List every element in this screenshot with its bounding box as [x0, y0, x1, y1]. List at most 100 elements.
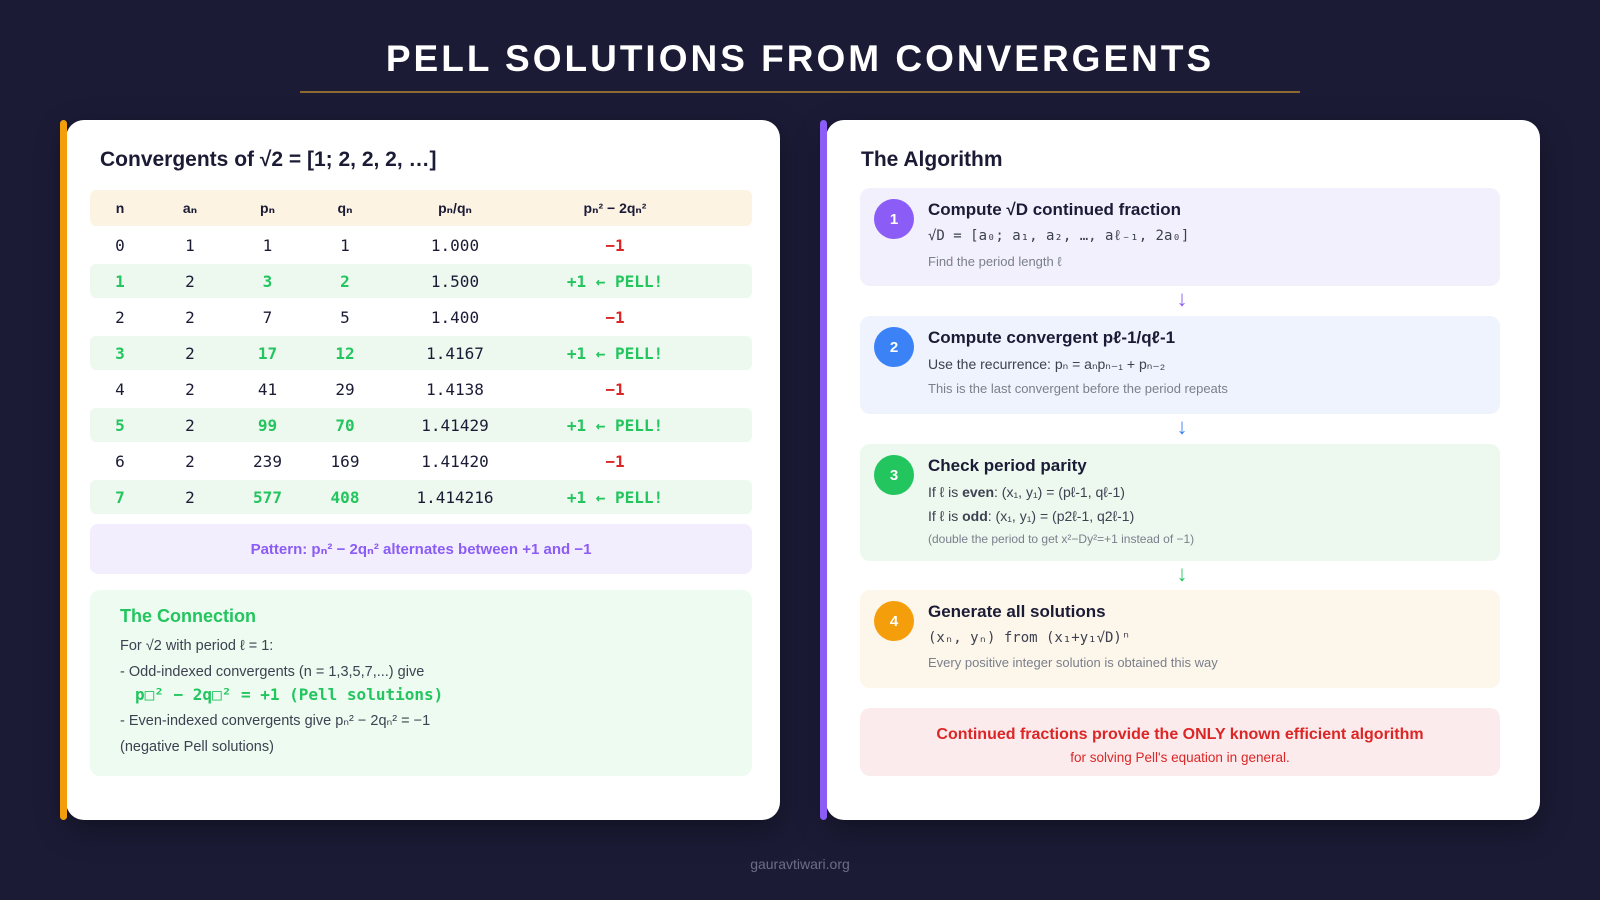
cell-ratio: 1.500 [430, 271, 480, 291]
cell-q: 70 [335, 415, 355, 435]
cell-ratio: 1.41420 [421, 451, 489, 471]
col-q: qₙ [337, 199, 353, 216]
page-title: PELL SOLUTIONS FROM CONVERGENTS [385, 38, 1215, 79]
pell-marker: +1 ← PELL! [566, 487, 664, 507]
cell-a: 2 [185, 451, 195, 471]
connection-line-4: (negative Pell solutions) [120, 739, 274, 755]
pattern-note: Pattern: pₙ² − 2qₙ² alternates between +… [90, 524, 752, 574]
pell-marker: +1 ← PELL! [566, 271, 664, 291]
step-note: This is the last convergent before the p… [928, 381, 1228, 396]
cell-q: 169 [330, 451, 360, 471]
cell-diff: −1 [525, 380, 705, 399]
step-number-badge: 4 [874, 601, 914, 641]
cell-diff: +1 ← PELL! [525, 488, 705, 507]
negative-marker: −1 [605, 235, 625, 255]
cell-q: 29 [335, 379, 355, 399]
cell-a: 2 [185, 487, 195, 507]
cell-q: 12 [335, 343, 355, 363]
cell-q: 408 [330, 487, 360, 507]
step-3: 3 Check period parity If ℓ is even: (x₁,… [860, 444, 1500, 561]
odd-word: odd [962, 508, 988, 524]
cell-a: 2 [185, 343, 195, 363]
step-2: 2 Compute convergent pℓ-1/qℓ-1 Use the r… [860, 316, 1500, 414]
table-header: n aₙ pₙ qₙ pₙ/qₙ pₙ² − 2qₙ² [90, 190, 752, 226]
table-row: 7 2 577 408 1.414216 +1 ← PELL! [90, 480, 752, 514]
connection-line-1: For √2 with period ℓ = 1: [120, 638, 274, 654]
conclusion-sub: for solving Pell's equation in general. [1070, 750, 1290, 765]
cell-n: 3 [115, 343, 125, 363]
footer-credit: gauravtiwari.org [750, 856, 850, 872]
odd-case: If ℓ is odd: (x₁, y₁) = (p2ℓ-1, q2ℓ-1) [928, 508, 1486, 524]
cell-diff: −1 [525, 308, 705, 327]
connection-box: The Connection For √2 with period ℓ = 1:… [90, 590, 752, 776]
cell-p: 239 [253, 451, 282, 471]
pell-marker: +1 ← PELL! [566, 343, 664, 363]
table-row: 1 2 3 2 1.500 +1 ← PELL! [90, 264, 752, 298]
algorithm-heading: The Algorithm [861, 148, 1003, 171]
cell-ratio: 1.400 [430, 307, 480, 327]
connection-title: The Connection [120, 606, 256, 626]
cell-diff: +1 ← PELL! [525, 416, 705, 435]
cell-diff: +1 ← PELL! [525, 272, 705, 291]
step-note: Every positive integer solution is obtai… [928, 655, 1218, 670]
cell-a: 1 [185, 235, 195, 255]
cell-n: 1 [115, 271, 125, 291]
pell-marker: +1 ← PELL! [566, 415, 664, 435]
cell-n: 6 [115, 451, 125, 471]
col-p: pₙ [260, 199, 275, 216]
convergents-heading: Convergents of √2 = [1; 2, 2, 2, …] [100, 148, 437, 171]
accent-bar [60, 120, 67, 820]
step-4: 4 Generate all solutions (xₙ, yₙ) from (… [860, 590, 1500, 688]
connection-formula: p□² − 2q□² = +1 (Pell solutions) [135, 685, 444, 704]
table-row: 3 2 17 12 1.4167 +1 ← PELL! [90, 336, 752, 370]
cell-q: 1 [340, 235, 350, 255]
cell-a: 2 [185, 271, 195, 291]
cell-n: 7 [115, 487, 125, 507]
cell-a: 2 [185, 307, 195, 327]
even-case: If ℓ is even: (x₁, y₁) = (pℓ-1, qℓ-1) [928, 484, 1486, 500]
cell-q: 2 [340, 271, 350, 291]
down-arrow-icon: ↓ [1176, 561, 1188, 586]
cell-p: 17 [257, 343, 278, 363]
connection-line-2: - Odd-indexed convergents (n = 1,3,5,7,.… [120, 664, 425, 680]
down-arrow-icon: ↓ [1176, 286, 1188, 311]
cell-q: 5 [340, 307, 350, 327]
cell-ratio: 1.41429 [421, 415, 489, 435]
odd-prefix: If ℓ is [928, 508, 963, 524]
down-arrow-icon: ↓ [1176, 414, 1188, 439]
negative-marker: −1 [605, 451, 625, 471]
cell-n: 4 [115, 379, 125, 399]
col-diff: pₙ² − 2qₙ² [583, 199, 647, 216]
step-formula: (xₙ, yₙ) from (x₁+y₁√D)ⁿ [928, 630, 1131, 646]
conclusion-main: Continued fractions provide the ONLY kno… [936, 726, 1424, 743]
cell-a: 2 [185, 415, 195, 435]
cell-diff: −1 [525, 236, 705, 255]
even-word: even [962, 484, 995, 500]
step-formula: √D = [a₀; a₁, a₂, …, aℓ₋₁, 2a₀] [928, 228, 1190, 244]
connection-line-3: - Even-indexed convergents give pₙ² − 2q… [120, 713, 431, 729]
cell-n: 2 [115, 307, 125, 327]
cell-p: 7 [262, 307, 273, 327]
cell-n: 0 [115, 235, 125, 255]
table-row: 6 2 239 169 1.41420 −1 [90, 444, 752, 478]
step-note: Find the period length ℓ [928, 254, 1062, 269]
cell-diff: +1 ← PELL! [525, 344, 705, 363]
cell-p: 577 [253, 487, 282, 507]
col-a: aₙ [182, 199, 198, 216]
col-n: n [115, 200, 125, 216]
step-number-badge: 1 [874, 199, 914, 239]
table-row: 2 2 7 5 1.400 −1 [90, 300, 752, 334]
even-rest: : (x₁, y₁) = (pℓ-1, qℓ-1) [994, 484, 1125, 500]
odd-rest: : (x₁, y₁) = (p2ℓ-1, q2ℓ-1) [987, 508, 1135, 524]
accent-bar [820, 120, 827, 820]
cell-ratio: 1.414216 [416, 487, 494, 507]
step-title: Generate all solutions [928, 602, 1106, 621]
algorithm-card: The Algorithm 1 Compute √D continued fra… [820, 120, 1540, 820]
cell-ratio: 1.4167 [426, 343, 484, 363]
cell-p: 3 [262, 271, 273, 291]
cell-p: 99 [257, 415, 278, 435]
even-prefix: If ℓ is [928, 484, 963, 500]
